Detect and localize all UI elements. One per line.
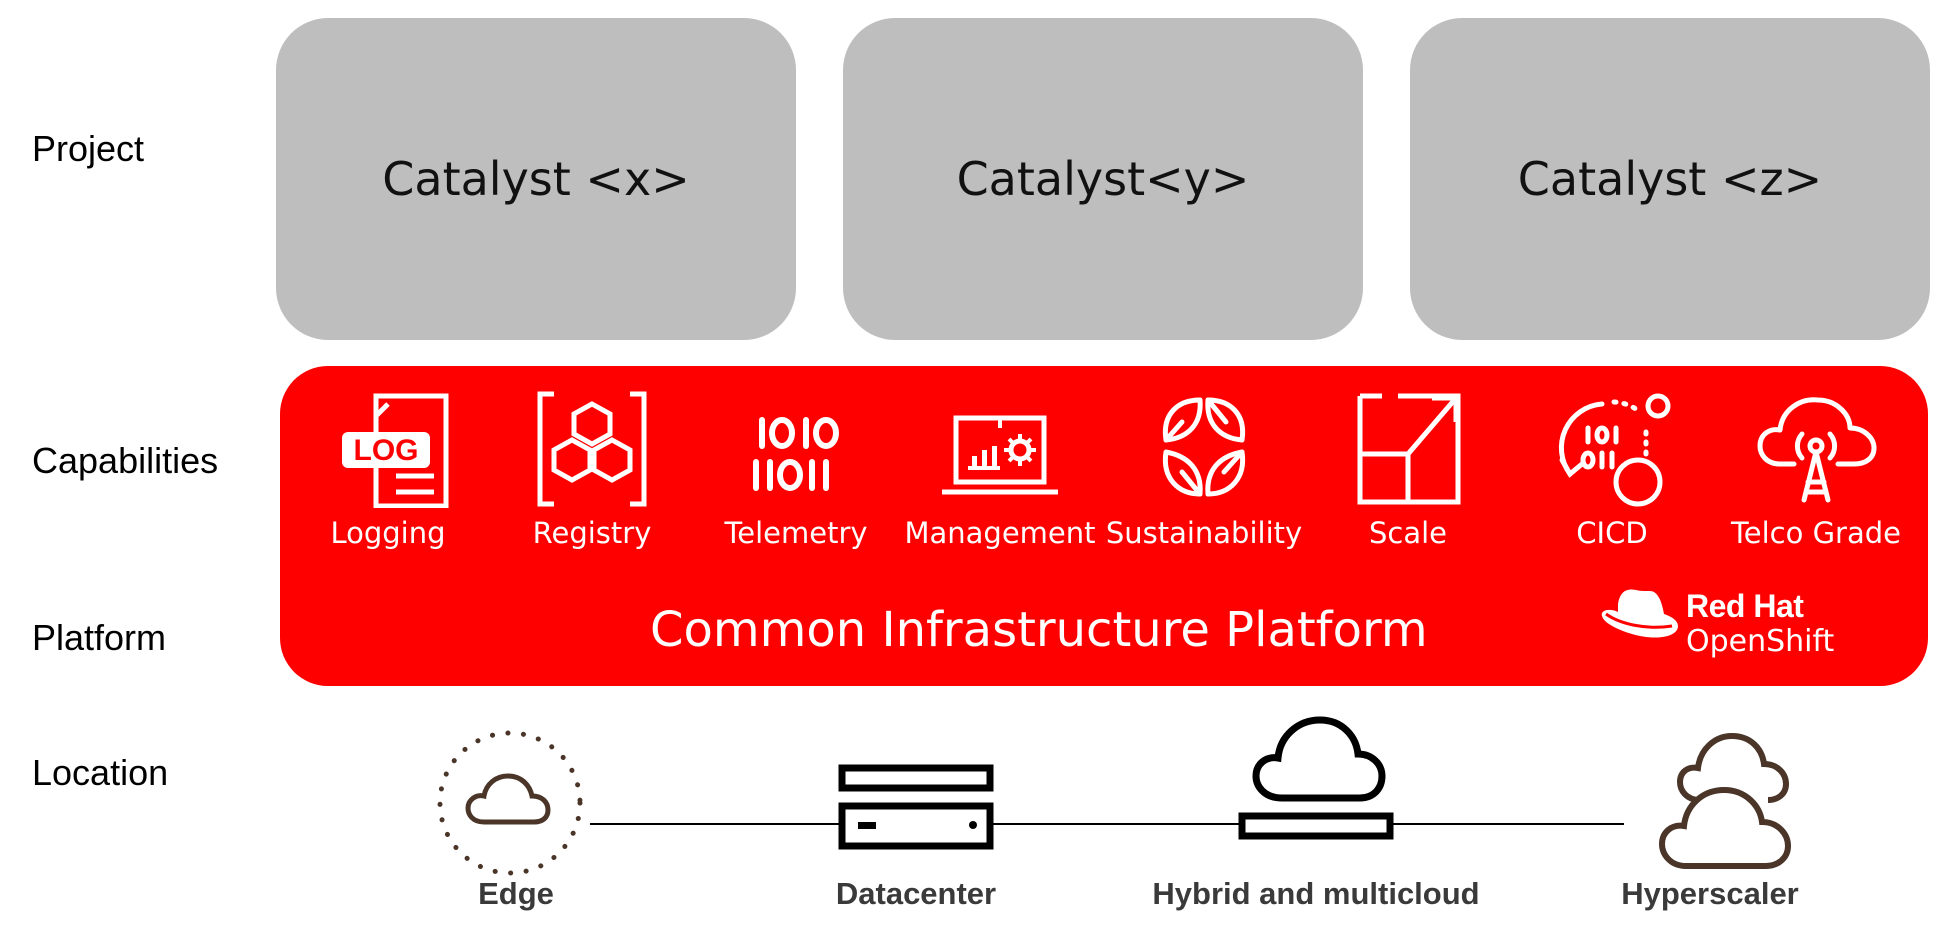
location-label-datacenter: Datacenter [835, 876, 997, 911]
capability-registry: Registry [492, 388, 692, 550]
log-document-icon: LOG [342, 393, 449, 508]
catalyst-y-label: Catalyst<y> [956, 152, 1250, 206]
catalyst-z-box: Catalyst <z> [1410, 18, 1930, 340]
capability-telemetry: Telemetry [696, 388, 896, 550]
capability-label: CICD [1576, 516, 1648, 550]
leaves-icon [1162, 397, 1246, 497]
catalyst-z-label: Catalyst <z> [1517, 152, 1823, 206]
location-label-hyperscaler: Hyperscaler [1621, 876, 1799, 911]
location-label-edge: Edge [478, 876, 554, 911]
platform-title: Common Infrastructure Platform [650, 602, 1428, 658]
capability-label: Management [904, 516, 1096, 550]
capability-label: Logging [330, 516, 446, 550]
row-label-location: Location [32, 752, 169, 793]
capability-sustainability: Sustainability [1104, 388, 1304, 550]
capability-label: Sustainability [1105, 516, 1303, 550]
catalyst-y-box: Catalyst<y> [843, 18, 1363, 340]
red-hat-openshift-logo: Red Hat OpenShift [1596, 576, 1856, 666]
catalyst-x-box: Catalyst <x> [276, 18, 796, 340]
hexagon-registry-icon [537, 391, 647, 507]
capability-label: Telco Grade [1730, 516, 1901, 550]
scale-arrow-icon [1357, 393, 1461, 505]
capability-label: Registry [532, 516, 652, 550]
cloud-server-icon [1238, 716, 1394, 840]
server-icon [838, 764, 994, 850]
capability-scale: Scale [1308, 388, 1508, 550]
edge-cloud-icon [437, 730, 583, 876]
row-label-capabilities: Capabilities [32, 440, 219, 481]
row-label-project: Project [32, 128, 145, 169]
double-cloud-icon [1658, 732, 1792, 869]
capability-management: Management [900, 388, 1100, 550]
brand-product: OpenShift [1686, 624, 1835, 659]
capability-label: Scale [1368, 516, 1448, 550]
capability-label: Telemetry [724, 516, 868, 550]
common-infrastructure-platform: LOG Logging Registry [280, 366, 1928, 686]
cicd-loop-icon [1558, 393, 1671, 507]
capability-telco-grade: Telco Grade [1716, 388, 1916, 550]
capability-cicd: CICD [1512, 388, 1712, 550]
binary-digits-icon [753, 417, 839, 491]
location-label-hybrid: Hybrid and multicloud [1152, 876, 1480, 911]
laptop-chart-gear-icon [942, 415, 1058, 495]
red-hat-fedora-icon [1601, 589, 1678, 638]
log-badge-text: LOG [354, 434, 419, 467]
catalyst-x-label: Catalyst <x> [382, 152, 690, 206]
row-label-platform: Platform [32, 617, 167, 658]
cloud-antenna-icon [1757, 397, 1877, 503]
capability-logging: LOG Logging [288, 388, 488, 550]
brand-name: Red Hat [1686, 588, 1804, 624]
location-connector-line [590, 823, 1624, 825]
